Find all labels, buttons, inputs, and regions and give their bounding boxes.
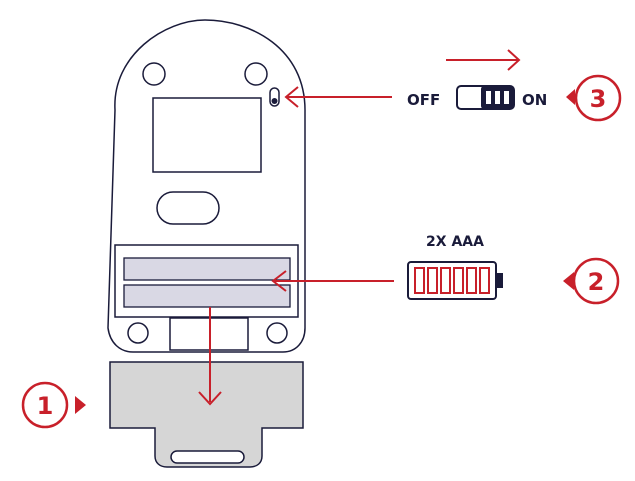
mouse-foot-left bbox=[142, 62, 166, 86]
step-3-badge: 3 bbox=[566, 74, 622, 122]
step-3-number: 3 bbox=[590, 85, 607, 113]
toggle-switch-icon bbox=[456, 85, 515, 110]
battery-cell bbox=[427, 267, 438, 294]
battery-cell bbox=[414, 267, 425, 294]
slide-direction-arrow bbox=[446, 49, 521, 71]
mouse-foot-bottom-right bbox=[266, 322, 288, 344]
power-switch-illustration: OFF ON bbox=[407, 85, 547, 110]
mouse-foot-right bbox=[244, 62, 268, 86]
remove-cover-arrow bbox=[198, 307, 222, 406]
step-1-badge: 1 bbox=[21, 381, 86, 429]
battery-cell bbox=[440, 267, 451, 294]
battery-cover-icon[interactable] bbox=[109, 361, 304, 468]
battery-slot-1 bbox=[123, 257, 291, 281]
mouse-underside bbox=[107, 19, 306, 353]
switch-pointer-arrow bbox=[284, 86, 392, 108]
battery-label: 2X AAA bbox=[426, 234, 484, 250]
battery-cell bbox=[466, 267, 477, 294]
step-1-number: 1 bbox=[37, 392, 54, 420]
battery-cover-latch bbox=[170, 450, 245, 464]
battery-icon bbox=[407, 261, 503, 300]
step-2-badge: 2 bbox=[563, 257, 620, 305]
switch-off-label: OFF bbox=[407, 91, 440, 109]
battery-slot-2 bbox=[123, 284, 291, 308]
battery-illustration: 2X AAA bbox=[407, 234, 503, 300]
switch-on-label: ON bbox=[522, 91, 547, 109]
battery-cell bbox=[453, 267, 464, 294]
power-switch-knob bbox=[271, 98, 278, 104]
step-2-number: 2 bbox=[588, 268, 605, 296]
battery-cell bbox=[479, 267, 490, 294]
mouse-foot-bottom-left bbox=[127, 322, 149, 344]
mouse-sensor-plate bbox=[152, 97, 262, 173]
mouse-optical-window bbox=[156, 191, 220, 225]
battery-cover[interactable] bbox=[109, 361, 304, 468]
insert-battery-arrow bbox=[271, 270, 394, 292]
